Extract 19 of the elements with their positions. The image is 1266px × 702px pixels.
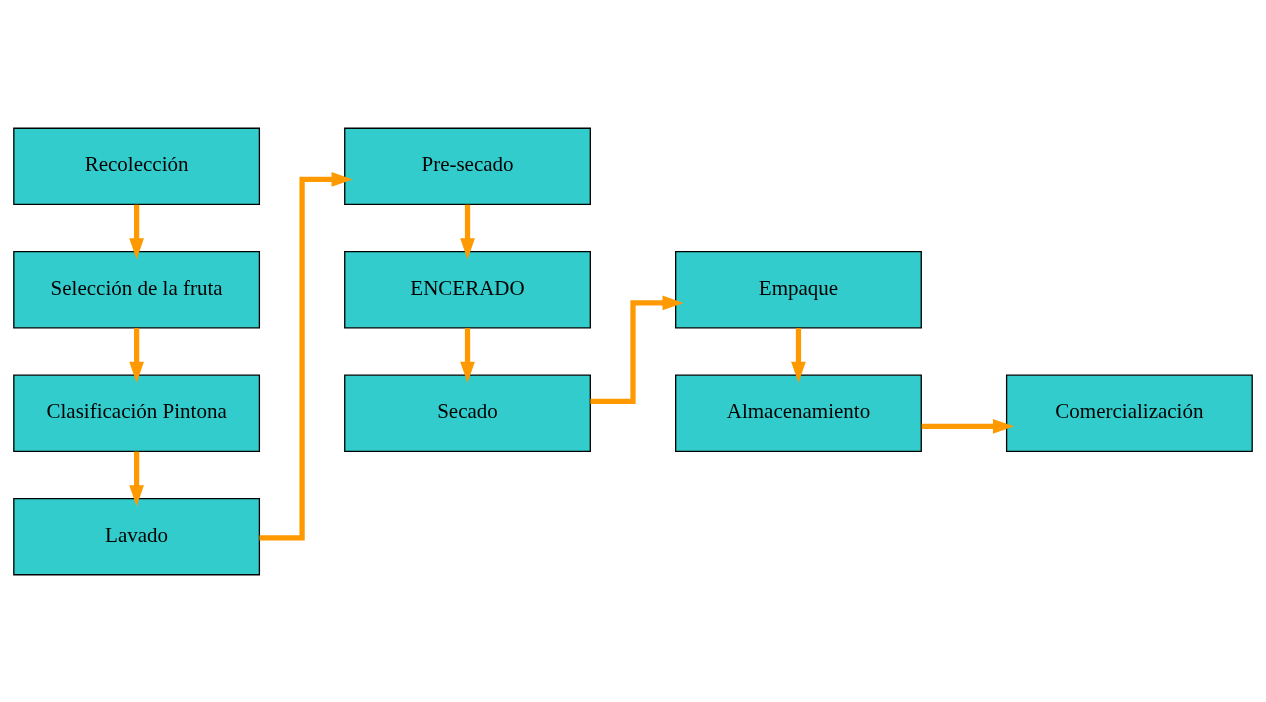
node-box: Lavado [13, 497, 261, 575]
arrow [590, 295, 684, 404]
node-box: Clasificación Pintona [13, 374, 261, 452]
node-box: Almacenamiento [675, 374, 922, 452]
arrow [259, 171, 353, 541]
arrow [129, 204, 144, 259]
arrow [460, 204, 475, 259]
arrow [791, 327, 806, 383]
node-box: Comercialización [1005, 374, 1253, 452]
node-box: Secado [344, 374, 591, 452]
arrow [129, 327, 144, 383]
arrow [460, 327, 475, 383]
node-box: Recolección [13, 127, 261, 205]
node-box: Pre-secado [344, 127, 591, 205]
node-box: ENCERADO [344, 250, 591, 328]
node-box: Empaque [675, 250, 922, 328]
arrow [129, 451, 144, 506]
node-box: Selección de la fruta [13, 250, 261, 328]
arrow [921, 418, 1014, 434]
